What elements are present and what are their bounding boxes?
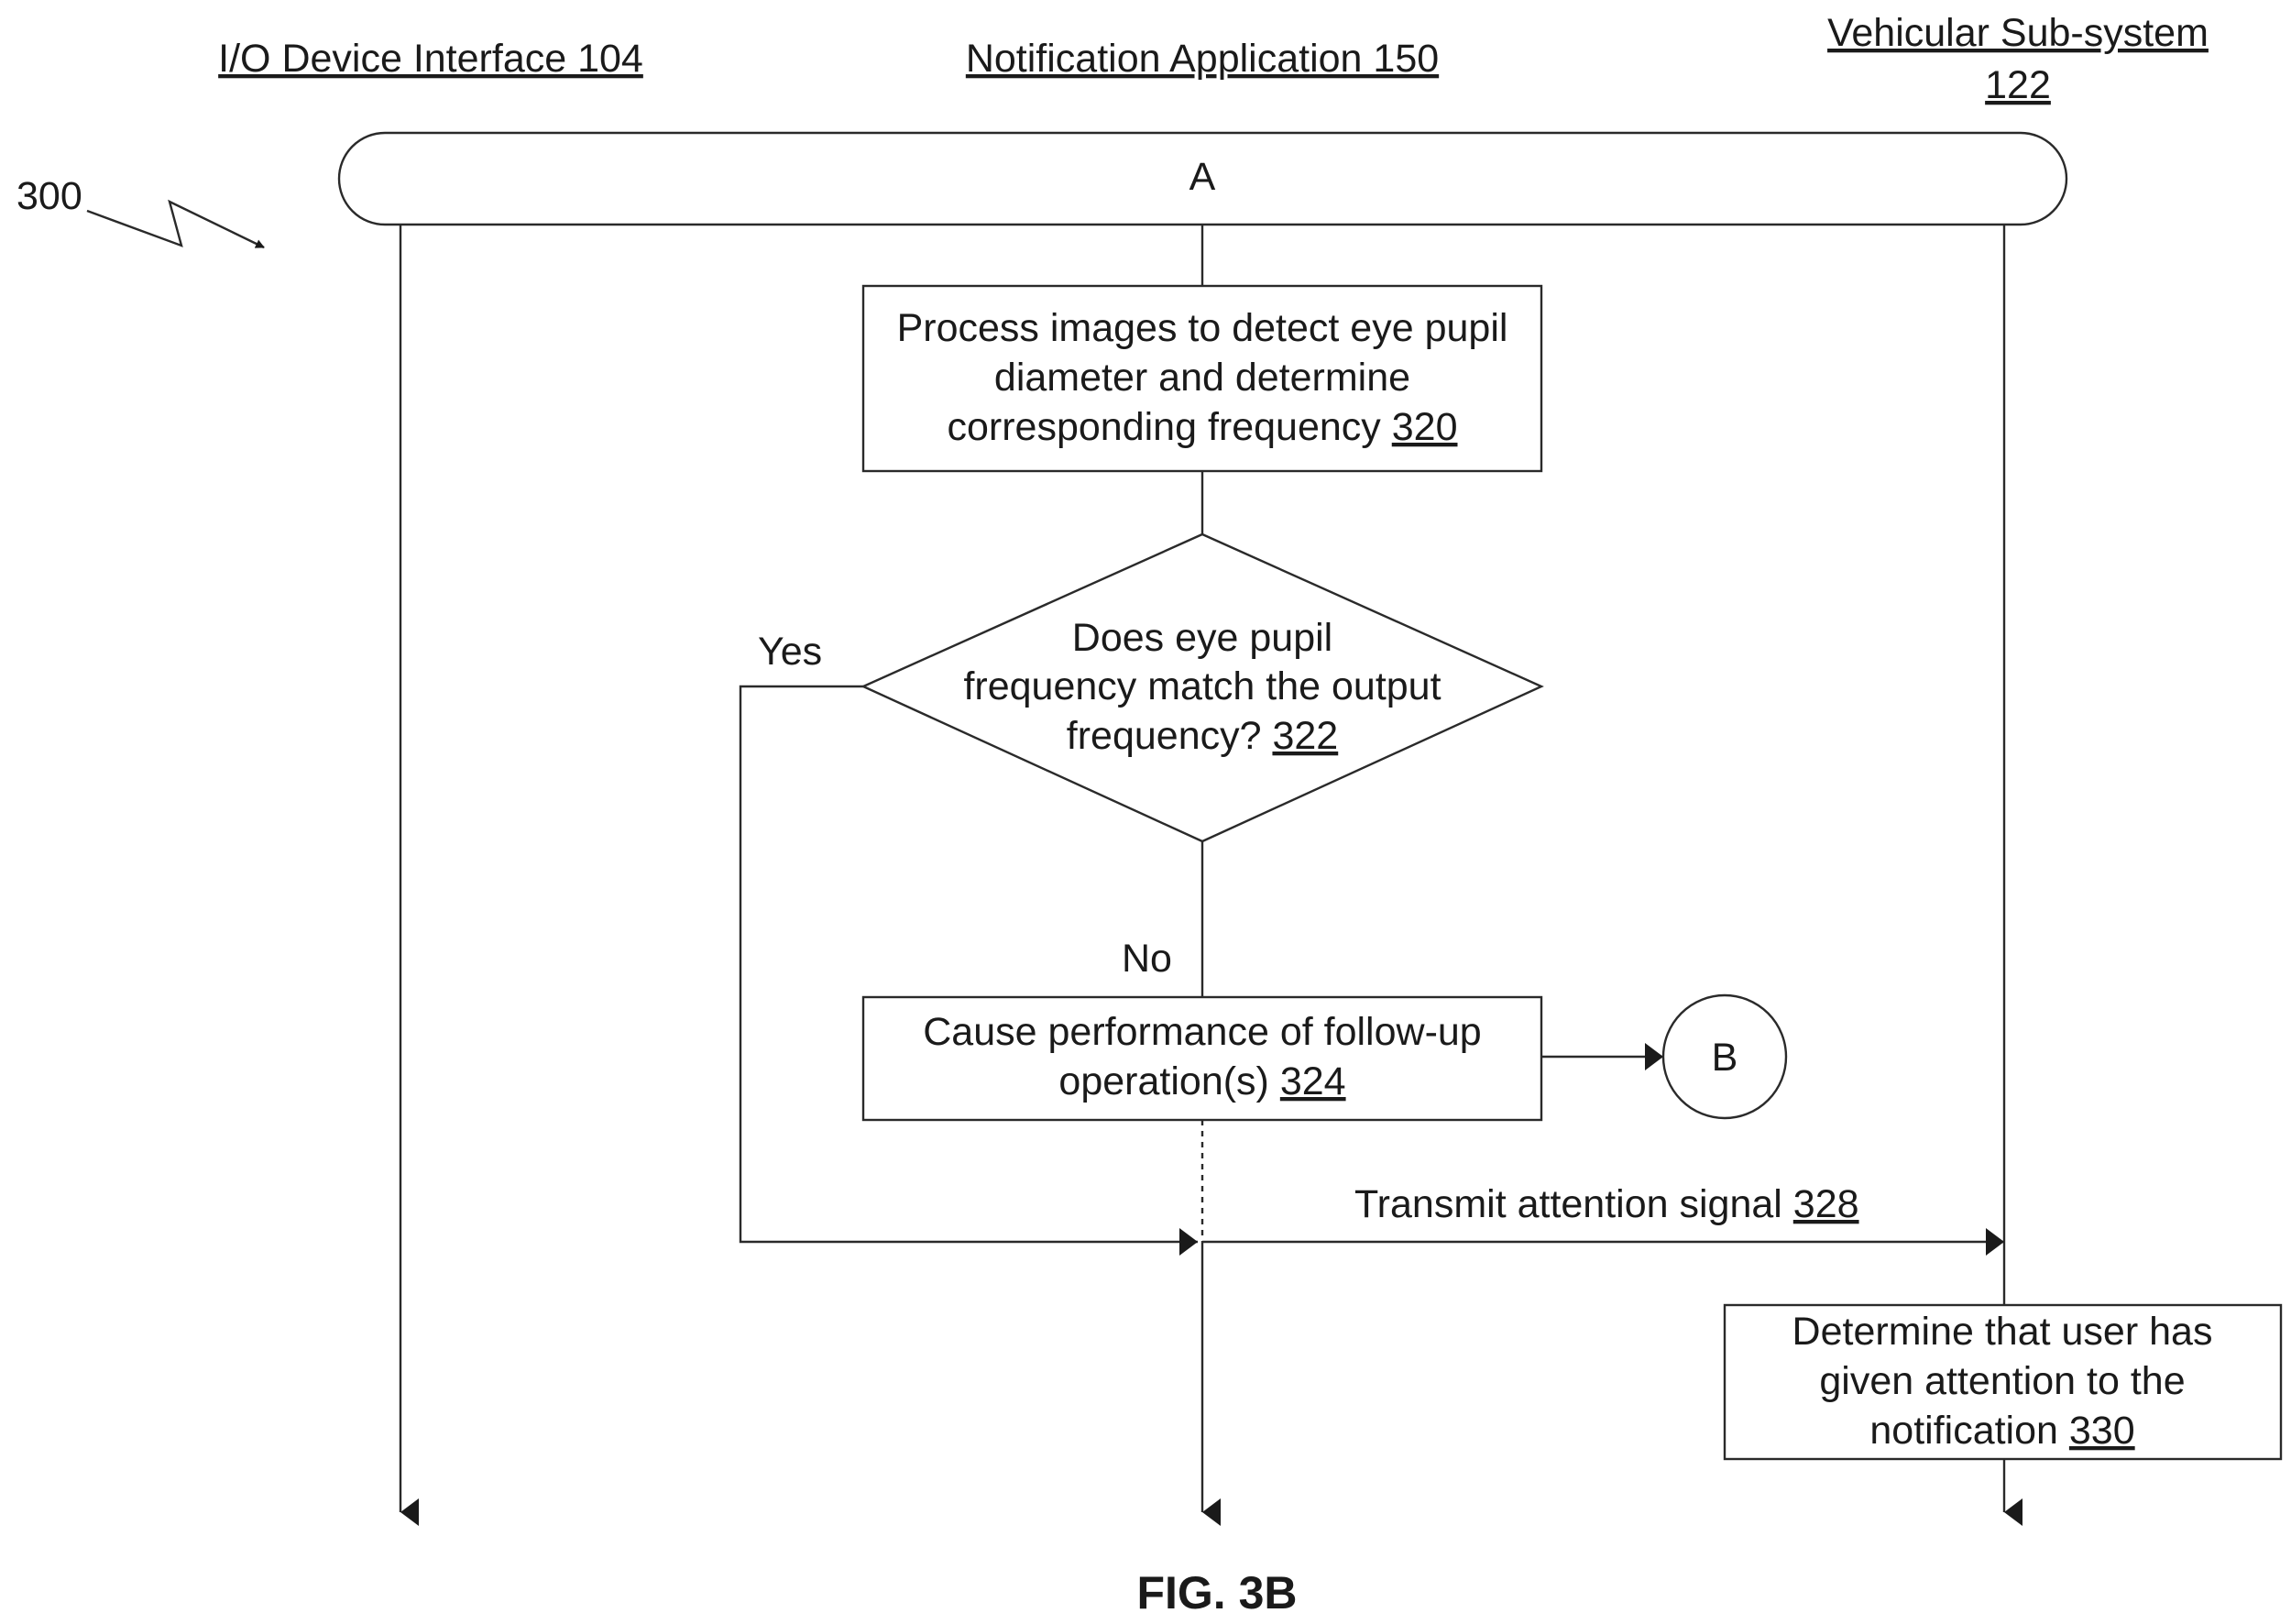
no-label: No xyxy=(1122,937,1172,981)
lane-header-app: Notification Application 150 xyxy=(966,37,1439,81)
lane-header-vehicle: Vehicular Sub-system xyxy=(1827,11,2209,55)
step-324-line1: Cause performance of follow-up xyxy=(923,1010,1481,1054)
reference-zigzag-arrow xyxy=(86,199,265,249)
step-320-ref: 320 xyxy=(1392,405,1458,449)
step-320-line3: corresponding frequency 320 xyxy=(948,405,1458,449)
connector-b-circle xyxy=(1661,993,1788,1120)
decision-322-line2: frequency match the output xyxy=(963,664,1441,708)
connector-b-label: B xyxy=(1712,1036,1738,1080)
decision-322-line3: frequency? 322 xyxy=(1067,714,1338,758)
step-330-line1: Determine that user has xyxy=(1792,1310,2213,1354)
flow-yes-branch xyxy=(739,685,1198,1256)
step-320-line1: Process images to detect eye pupil xyxy=(897,306,1508,350)
connector-a-label: A xyxy=(1189,155,1216,199)
step-324-box xyxy=(861,995,1543,1122)
lane-header-vehicle-ref: 122 xyxy=(1985,63,2051,107)
step-324-line2: operation(s) 324 xyxy=(1058,1059,1345,1103)
reference-numeral: 300 xyxy=(16,174,82,218)
decision-322-line1: Does eye pupil xyxy=(1072,616,1332,660)
step-330-line3: notification 330 xyxy=(1869,1409,2134,1453)
step-330-line2: given attention to the xyxy=(1819,1359,2185,1403)
step-324-ref: 324 xyxy=(1280,1059,1346,1103)
step-320-line2: diameter and determine xyxy=(994,356,1410,400)
figure-label: FIG. 3B xyxy=(1136,1567,1297,1619)
step-328-ref: 328 xyxy=(1793,1182,1859,1226)
step-328-label: Transmit attention signal 328 xyxy=(1354,1182,1859,1226)
decision-322-ref: 322 xyxy=(1272,714,1338,758)
lane-header-io: I/O Device Interface 104 xyxy=(218,37,643,81)
step-330-box xyxy=(1723,1303,2283,1461)
step-330-ref: 330 xyxy=(2069,1409,2135,1453)
yes-label: Yes xyxy=(758,630,822,674)
